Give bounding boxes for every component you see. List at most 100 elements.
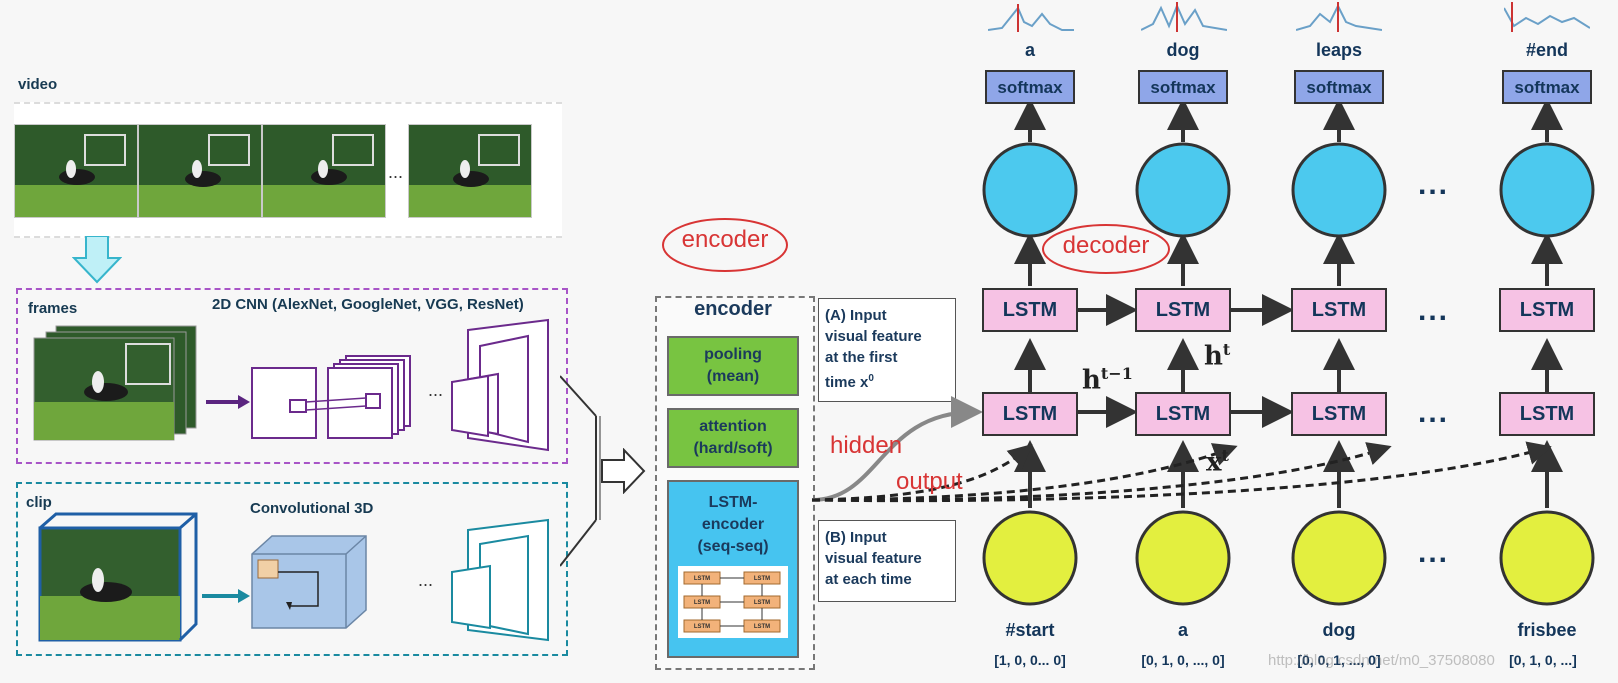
- softmax-box: softmax: [1502, 70, 1592, 104]
- lstm-cell-bottom: LSTM: [1135, 392, 1231, 436]
- output-word: leaps: [1315, 40, 1363, 60]
- pooling-box: pooling (mean): [667, 336, 799, 396]
- output-distribution-plot: [988, 4, 1074, 32]
- note-b-line3: at each time: [825, 571, 912, 588]
- lstm-cell-bottom: LSTM: [982, 392, 1078, 436]
- note-a: (A) Input visual feature at the first ti…: [818, 298, 956, 402]
- input-node: [1499, 510, 1595, 606]
- watermark: http://blog.csdn.net/m0_37508080: [1268, 652, 1495, 669]
- h-cur-label: ht: [1204, 340, 1231, 372]
- note-b: (B) Input visual feature at each time: [818, 520, 956, 602]
- attention-line1: attention: [699, 418, 767, 435]
- decoder-tag: decoder: [1062, 232, 1150, 259]
- note-a-line1: (A) Input: [825, 307, 887, 324]
- input-word: #start: [1005, 620, 1055, 640]
- hidden-label: hidden: [830, 432, 903, 459]
- input-vector: [0, 0, 1, ..., 0]: [1297, 652, 1381, 668]
- clip-cube-image: [38, 512, 198, 642]
- decoder-ellipsis: ...: [1418, 168, 1450, 201]
- note-a-line2: visual feature: [825, 328, 922, 345]
- lstm-cell-top: LSTM: [1499, 288, 1595, 332]
- video-frame-image: [138, 124, 262, 218]
- hidden-node: [1291, 142, 1387, 238]
- input-vector: [0, 1, 0, ...]: [1509, 652, 1577, 668]
- mini-lstm-text: LSTM: [754, 600, 770, 606]
- input-word: frisbee: [1517, 620, 1577, 640]
- cnn-feature-maps: [206, 318, 549, 452]
- x-cur-label: xt: [1206, 446, 1229, 478]
- lstm-encoder-line2: encoder: [701, 516, 765, 533]
- input-word: a: [1177, 620, 1188, 640]
- hidden-node: [1499, 142, 1595, 238]
- output-distribution-plot: [1141, 2, 1227, 32]
- cnn-title: 2D CNN (AlexNet, GoogleNet, VGG, ResNet): [212, 296, 524, 313]
- decoder-ellipsis: ...: [1418, 294, 1450, 327]
- video-frame-image: [262, 124, 386, 218]
- input-node: [1135, 510, 1231, 606]
- note-b-line1: (B) Input: [825, 529, 887, 546]
- lstm-encoder-box: LSTM- encoder (seq-seq) LSTM LSTM LSTM: [667, 480, 799, 658]
- hidden-node: [1135, 142, 1231, 238]
- output-word: a: [1024, 40, 1035, 60]
- conv3d-title: Convolutional 3D: [250, 500, 374, 517]
- output-word: #end: [1525, 40, 1568, 60]
- output-label: output: [896, 468, 963, 495]
- frames-image-stack: [33, 325, 197, 441]
- frames-panel: frames 2D CNN (AlexNet, GoogleNet, VGG, …: [16, 288, 568, 464]
- video-label: video: [18, 76, 58, 93]
- note-b-line2: visual feature: [825, 550, 922, 567]
- merge-bracket: [560, 375, 601, 567]
- lstm-cell-top: LSTM: [1291, 288, 1387, 332]
- input-word: dog: [1322, 620, 1356, 640]
- mini-lstm-text: LSTM: [754, 576, 770, 582]
- output-word: dog: [1166, 40, 1200, 60]
- input-node: [1291, 510, 1387, 606]
- lstm-cell-bottom: LSTM: [1499, 392, 1595, 436]
- softmax-box: softmax: [985, 70, 1075, 104]
- lstm-cell-top: LSTM: [982, 288, 1078, 332]
- output-distribution-plot: [1504, 2, 1590, 32]
- clip-label: clip: [26, 494, 52, 511]
- lstm-cell-top: LSTM: [1135, 288, 1231, 332]
- softmax-box: softmax: [1138, 70, 1228, 104]
- pooling-line1: pooling: [704, 346, 762, 363]
- softmax-box: softmax: [1294, 70, 1384, 104]
- pooling-line2: (mean): [706, 368, 760, 385]
- hidden-node: [982, 142, 1078, 238]
- input-vector: [1, 0, 0... 0]: [994, 652, 1066, 668]
- frames-label: frames: [28, 300, 78, 317]
- note-a-sup: 0: [868, 373, 874, 384]
- decoder-ellipsis: ...: [1418, 396, 1450, 429]
- attention-box: attention (hard/soft): [667, 408, 799, 468]
- encoder-block: encoder pooling (mean) attention (hard/s…: [655, 296, 815, 670]
- encoder-tag-ellipse: [662, 218, 788, 272]
- lstm-encoder-line3: (seq-seq): [697, 538, 769, 555]
- mini-lstm-text: LSTM: [694, 576, 710, 582]
- clip-panel: clip Convolutional 3D ...: [16, 482, 568, 656]
- input-node: [982, 510, 1078, 606]
- conv3d-ellipsis: ...: [418, 570, 434, 590]
- mini-lstm-text: LSTM: [694, 624, 710, 630]
- decoder-ellipsis: ...: [1418, 536, 1450, 569]
- down-arrow-icon: [72, 236, 122, 284]
- attention-line2: (hard/soft): [693, 440, 773, 457]
- conv3d-diagram: [202, 518, 549, 642]
- encoder-title: encoder: [694, 298, 772, 320]
- mini-seq2seq-diagram: LSTM LSTM LSTM LSTM LSTM LSTM: [678, 566, 788, 638]
- mini-lstm-text: LSTM: [754, 624, 770, 630]
- open-arrow-icon: [601, 448, 646, 494]
- decoder-tag-ellipse: [1042, 224, 1170, 274]
- lstm-cell-bottom: LSTM: [1291, 392, 1387, 436]
- video-filmstrip: ...: [14, 102, 562, 238]
- lstm-encoder-line1: LSTM-: [708, 494, 758, 511]
- video-frame-image: [408, 124, 532, 218]
- encoder-tag: encoder: [681, 226, 769, 253]
- output-distribution-plot: [1296, 2, 1382, 32]
- note-a-line4: time x: [825, 374, 869, 391]
- h-prev-label: ht−1: [1082, 364, 1133, 396]
- video-ellipsis: ...: [388, 162, 404, 182]
- cnn-ellipsis: ...: [428, 380, 444, 400]
- video-frame-image: [14, 124, 138, 218]
- note-a-line3: at the first: [825, 349, 898, 366]
